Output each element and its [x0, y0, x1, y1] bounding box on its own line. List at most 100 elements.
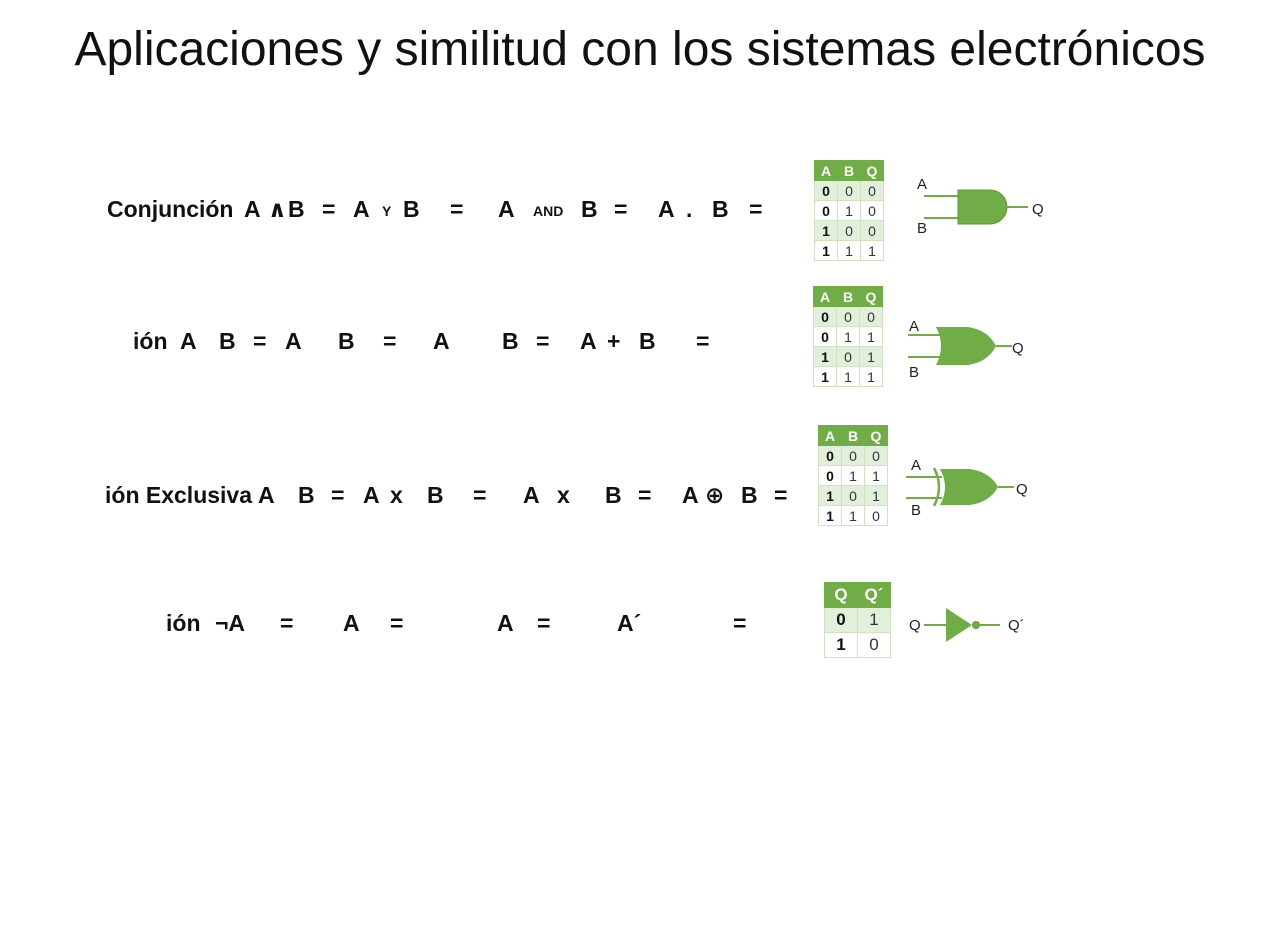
cell: 1	[814, 220, 838, 241]
cell: 1	[836, 366, 860, 387]
header-b: B	[841, 425, 865, 446]
cell: 1	[837, 240, 861, 261]
var-b: B	[338, 328, 355, 354]
cell: 0	[837, 180, 861, 201]
header-q: Q	[860, 160, 884, 181]
gate-input-q-label: Q	[909, 617, 921, 634]
cell: 0	[841, 445, 865, 466]
header-q: Q	[864, 425, 888, 446]
var-b: B	[712, 196, 729, 222]
a-prime: A´	[617, 610, 642, 636]
and-word: AND	[533, 203, 564, 219]
var-a: A	[258, 482, 275, 508]
plus-operator: +	[607, 328, 621, 354]
y-word: Y	[382, 203, 392, 219]
var-a: A	[180, 328, 197, 354]
xor-symbol: ⊕	[705, 482, 725, 508]
formula-negacion: ión ¬A = A = A = A´ =	[0, 610, 800, 640]
gate-input-a-label: A	[909, 318, 920, 335]
cell: 1	[859, 326, 883, 347]
header-a: A	[814, 160, 838, 181]
cell: 1	[860, 240, 884, 261]
gate-output-label: Q	[1032, 201, 1044, 218]
equals: =	[450, 196, 464, 222]
equals: =	[536, 328, 550, 354]
var-a: A	[498, 196, 515, 222]
var-b: B	[502, 328, 519, 354]
cell: 0	[824, 607, 858, 633]
cell: 1	[841, 465, 865, 486]
var-a: A	[523, 482, 540, 508]
cell: 0	[859, 306, 883, 327]
cell: 0	[836, 306, 860, 327]
gate-input-a-label: A	[911, 457, 922, 474]
operation-label: Conjunción	[107, 196, 234, 222]
not-gate-icon	[924, 608, 1000, 642]
operation-label: ión	[166, 610, 201, 636]
cell: 0	[841, 485, 865, 506]
equals: =	[733, 610, 747, 636]
xor-gate-icon	[906, 467, 1014, 507]
cell: 1	[813, 366, 837, 387]
gate-output-label: Q´	[1008, 617, 1025, 634]
equals: =	[390, 610, 404, 636]
equals: =	[774, 482, 788, 508]
not-a: ¬A	[215, 610, 246, 636]
var-a: A	[682, 482, 699, 508]
var-b: B	[581, 196, 598, 222]
var-a: A	[580, 328, 597, 354]
header-q: Q	[859, 286, 883, 307]
var-a: A	[285, 328, 302, 354]
cell: 0	[813, 326, 837, 347]
var-b: B	[741, 482, 758, 508]
and-gate-icon	[924, 189, 1028, 225]
equals: =	[696, 328, 710, 354]
cell: 0	[864, 505, 888, 526]
var-a: A	[353, 196, 370, 222]
header-a: A	[818, 425, 842, 446]
gate-output-label: Q	[1016, 481, 1028, 498]
cell: 1	[813, 346, 837, 367]
equals: =	[383, 328, 397, 354]
cell: 1	[837, 200, 861, 221]
cell: 0	[837, 220, 861, 241]
gate-input-b-label: B	[909, 364, 920, 381]
gate-input-a-label: A	[917, 176, 928, 193]
cell: 1	[859, 346, 883, 367]
equals: =	[331, 482, 345, 508]
header-b: B	[837, 160, 861, 181]
equals: =	[322, 196, 336, 222]
gate-output-label: Q	[1012, 340, 1024, 357]
var-a: A	[363, 482, 380, 508]
cell: 1	[836, 326, 860, 347]
or-gate-icon	[908, 327, 1012, 365]
operation-label: ión	[133, 328, 168, 354]
cell: 1	[814, 240, 838, 261]
equals: =	[638, 482, 652, 508]
var-a: A	[343, 610, 360, 636]
cell: 1	[857, 607, 891, 633]
cell: 1	[864, 465, 888, 486]
equals: =	[253, 328, 267, 354]
var-b: B	[288, 196, 305, 222]
cell: 0	[818, 445, 842, 466]
var-b: B	[298, 482, 315, 508]
cell: 0	[860, 220, 884, 241]
cell: 0	[864, 445, 888, 466]
cell: 0	[814, 180, 838, 201]
cell: 0	[857, 632, 891, 658]
x-operator: x	[557, 482, 570, 508]
x-operator: x	[390, 482, 403, 508]
